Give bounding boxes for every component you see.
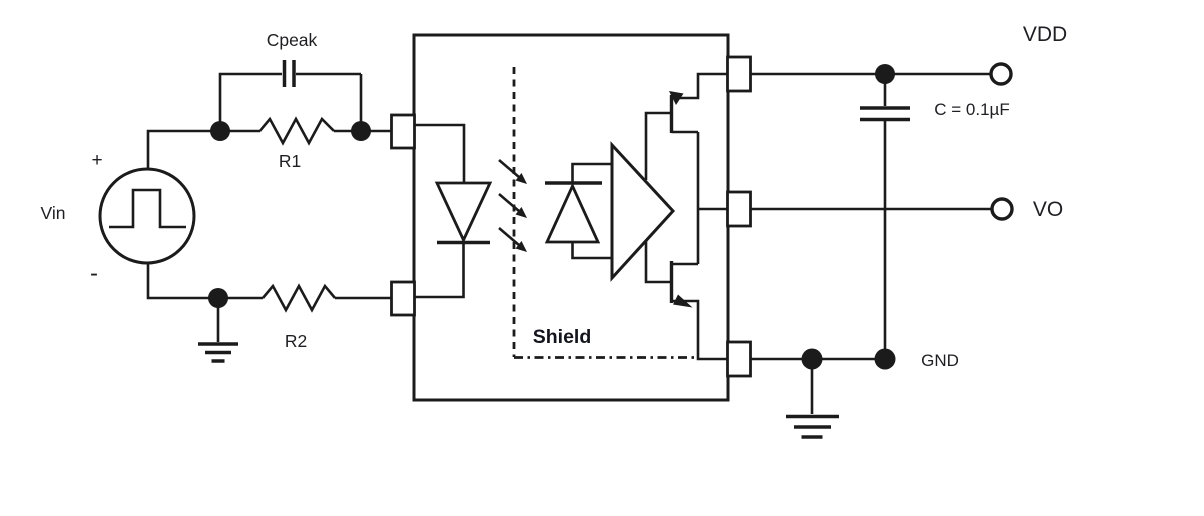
cpeak-capacitor: Cpeak [218, 30, 363, 131]
cpeak-right-wire [296, 72, 363, 131]
nmos-arrow-icon [673, 294, 693, 308]
light-emission-arrows [498, 159, 527, 252]
cap-value-label: C = 0.1µF [934, 100, 1009, 119]
nmos-gate-wire [644, 240, 670, 284]
ground-icon [786, 414, 839, 439]
vo-label: VO [1033, 198, 1063, 221]
shield-boundary: Shield [512, 67, 698, 359]
pin-gnd [726, 340, 752, 378]
photodiode [544, 162, 611, 260]
junction-dot [210, 121, 230, 141]
amplifier-triangle [610, 141, 676, 282]
light-arrow-icon [498, 159, 527, 184]
minus-sign: - [90, 260, 98, 287]
pmos-gate-wire [644, 111, 670, 180]
pin-vdd [726, 55, 752, 93]
vin-pulse-source: Vin + - [41, 129, 263, 300]
r2-zigzag [262, 283, 336, 313]
vdd-rail: VDD [750, 23, 1067, 86]
led-emitter [414, 123, 493, 299]
led-anode-wire [414, 123, 466, 183]
pin-anode [390, 113, 416, 150]
output-node-wire [696, 132, 728, 264]
r1-resistor: R1 [210, 116, 392, 171]
r2-resistor: R2 [208, 283, 392, 351]
light-arrow-icon [498, 193, 527, 218]
pmos-source-wire [671, 72, 728, 100]
pmos-transistor [644, 72, 728, 180]
pin-cathode [390, 280, 416, 317]
led-cathode-wire [414, 242, 465, 299]
vdd-label: VDD [1023, 23, 1067, 46]
pulse-waveform-icon [109, 188, 186, 229]
vin-top-wire [146, 129, 260, 169]
photodiode-top-wire [571, 162, 611, 183]
r2-label: R2 [285, 331, 307, 351]
voltage-source-circle [98, 167, 196, 265]
shield-label: Shield [533, 326, 592, 348]
r1-zigzag [259, 116, 335, 146]
cpeak-left-wire [218, 72, 282, 131]
vo-rail: VO [750, 197, 1063, 221]
cpeak-label: Cpeak [267, 30, 318, 50]
vin-label: Vin [41, 203, 66, 223]
gnd-label: GND [921, 351, 959, 370]
r1-label: R1 [279, 151, 301, 171]
ground-icon [198, 342, 238, 363]
bypass-capacitor: C = 0.1µF [860, 74, 1010, 359]
light-arrow-icon [498, 227, 527, 252]
junction-dot [874, 348, 896, 370]
vin-bottom-wire [146, 263, 263, 300]
plus-sign: + [91, 150, 102, 171]
photodiode-bottom-wire [571, 242, 611, 260]
pin-vo [726, 190, 752, 228]
vdd-terminal-icon [989, 62, 1013, 86]
pmos-arrow-icon [669, 91, 684, 105]
led-triangle [434, 181, 493, 244]
gnd-rail: GND [750, 348, 959, 439]
junction-dot [351, 121, 371, 141]
nmos-transistor [644, 240, 728, 361]
input-ground-symbol [198, 298, 238, 363]
vo-terminal-icon [990, 197, 1014, 221]
